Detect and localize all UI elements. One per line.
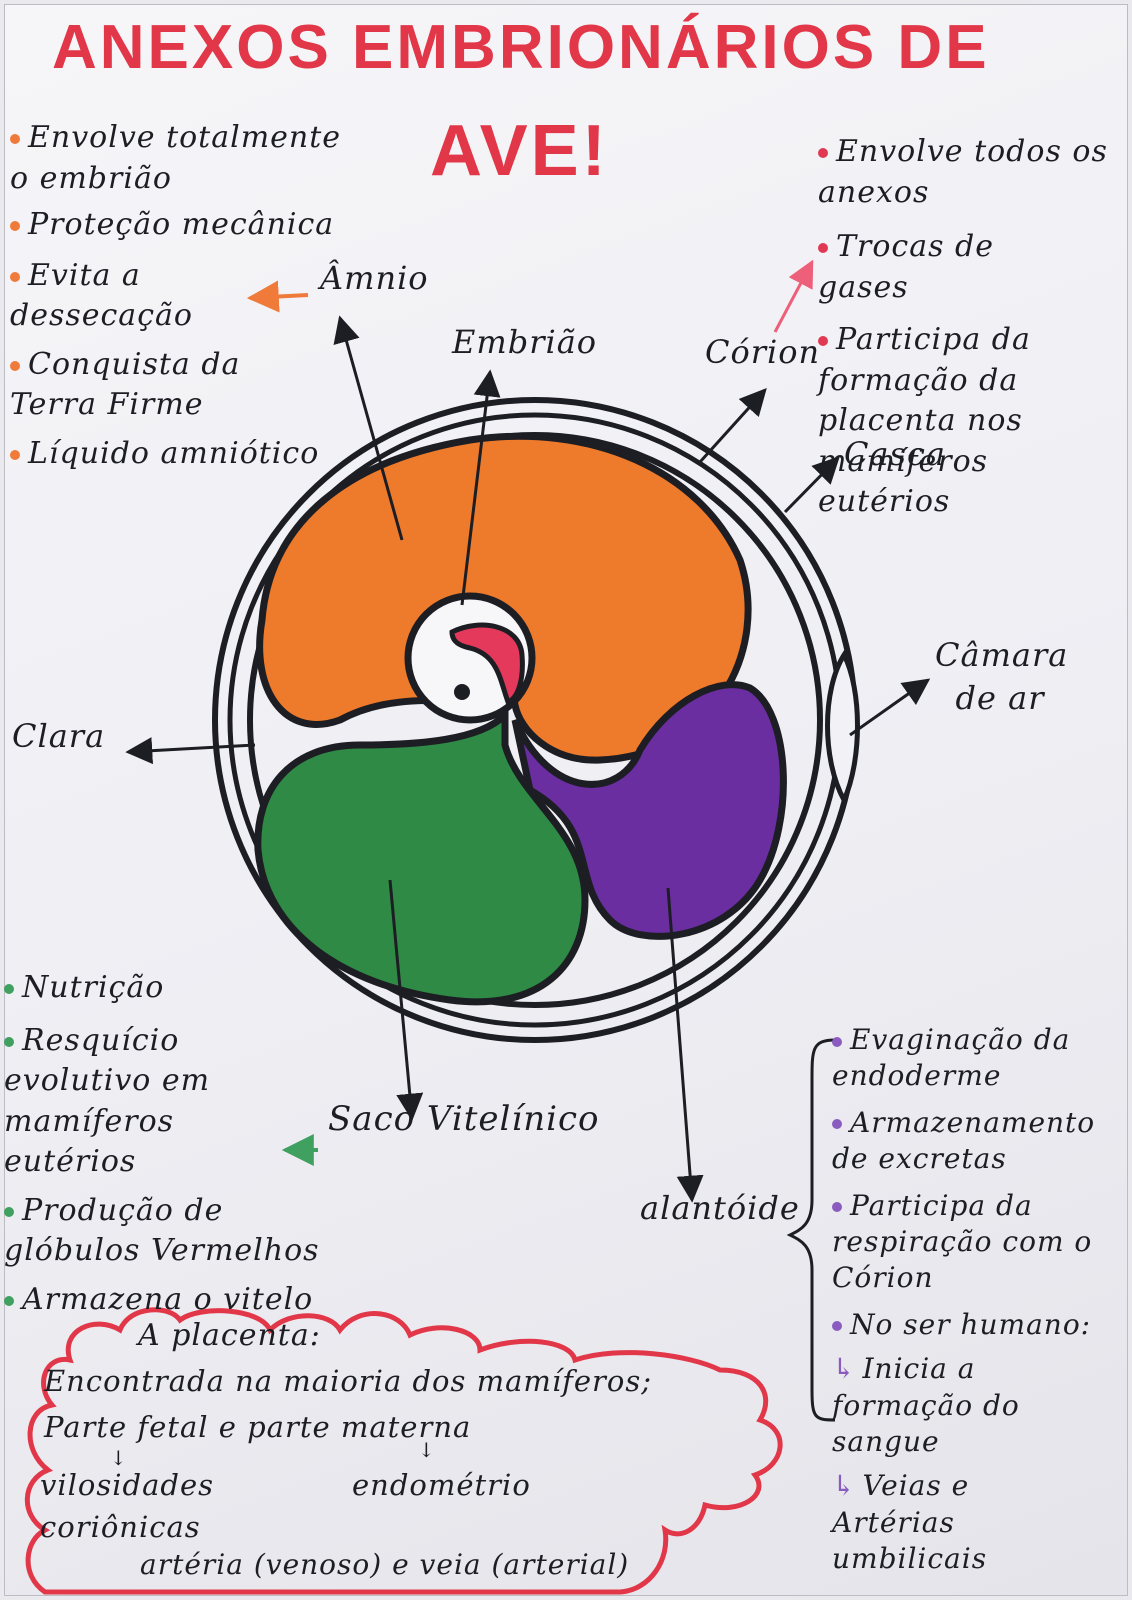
corion-note-1: Envolve todos os anexos	[818, 134, 1108, 210]
poster-title-line2: AVE!	[430, 111, 609, 191]
corion-notes: Envolve todos os anexos Trocas de gases …	[818, 132, 1118, 523]
label-casca: Casca	[844, 435, 946, 473]
placenta-heading: A placenta:	[138, 1318, 321, 1353]
arrow-camara	[849, 678, 931, 737]
label-embriao: Embrião	[452, 323, 598, 361]
amnio-note-1: Envolve totalmente o embrião	[10, 120, 342, 196]
placenta-line2: Parte fetal e parte materna	[44, 1410, 472, 1444]
purple-bullet-icon	[832, 1036, 842, 1047]
placenta-fetal-a: vilosidades	[40, 1468, 215, 1502]
saco-notes: Nutrição Resquício evolutivo em mamífero…	[4, 968, 334, 1320]
arrow-corion-exchange	[773, 259, 814, 333]
arrow-amnio	[333, 315, 404, 541]
label-amnio: Âmnio	[320, 259, 429, 297]
label-alantoide: alantóide	[640, 1189, 800, 1227]
saco-note-3: Produção de glóbulos Vermelhos	[4, 1192, 320, 1268]
embryo	[449, 622, 525, 706]
saco-note-1: Nutrição	[4, 968, 334, 1009]
label-clara: Clara	[12, 717, 106, 755]
green-bullet-icon	[4, 1206, 14, 1217]
fetal-arrow-icon: ↓	[110, 1446, 128, 1470]
placenta-cloud	[24, 1307, 783, 1595]
yolk-sac	[254, 706, 589, 1006]
embryo-eye	[454, 684, 470, 700]
label-corion: Córion	[705, 333, 821, 371]
corion-note-2: Trocas de gases	[818, 229, 994, 305]
purple-bullet-icon	[832, 1202, 842, 1213]
saco-note-2: Resquício evolutivo em mamíferos eutério…	[4, 1022, 211, 1179]
sub-arrow-icon: ↳	[832, 1352, 857, 1386]
orange-bullet-icon	[10, 134, 20, 144]
amnio-notes: Envolve totalmente o embrião Proteção me…	[10, 118, 370, 474]
placenta-vessels: artéria (venoso) e veia (arterial)	[140, 1548, 630, 1581]
purple-bullet-icon	[832, 1119, 842, 1130]
alantoide-notes: Evaginação da endoderme Armazenamento de…	[832, 1022, 1112, 1577]
orange-bullet-icon	[10, 449, 20, 460]
label-camara: Câmara de ar	[935, 636, 1069, 718]
arrow-amnio-notes	[246, 280, 309, 313]
allantois	[511, 681, 787, 940]
green-bullet-icon	[4, 984, 14, 994]
orange-bullet-icon	[10, 271, 20, 282]
alantoide-note-2: Armazenamento de excretas	[832, 1105, 1096, 1176]
alantoide-note-5: ↳Inicia a formação do sangue	[832, 1352, 1020, 1458]
sub-arrow-icon: ↳	[832, 1469, 857, 1503]
orange-bullet-icon	[10, 360, 20, 371]
alantoide-brace	[786, 1038, 836, 1422]
alantoide-note-3: Participa da respiração com o Córion	[832, 1188, 1093, 1295]
arrow-saco	[388, 879, 424, 1121]
arrow-clara	[125, 737, 256, 765]
poster-title-line1: ANEXOS EMBRIONÁRIOS DE	[52, 13, 990, 82]
air-chamber	[825, 649, 860, 806]
saco-note-4: Armazena o vitelo	[4, 1280, 334, 1321]
alantoide-note-4: No ser humano:	[832, 1307, 1112, 1343]
placenta-fetal-b: coriônicas	[40, 1510, 201, 1544]
purple-bullet-icon	[832, 1321, 842, 1332]
orange-bullet-icon	[10, 221, 20, 231]
red-bullet-icon	[818, 243, 828, 253]
amnio-note-3: Evita a dessecação	[10, 257, 193, 333]
amnio-note-2: Proteção mecânica	[10, 205, 370, 246]
arrow-embriao	[460, 369, 501, 606]
alantoide-note-6: ↳Veias e Artérias umbilicais	[832, 1469, 988, 1576]
green-bullet-icon	[4, 1295, 14, 1306]
amnio-note-4: Conquista da Terra Firme	[10, 346, 241, 422]
corion-note-3: Participa da formação da placenta nos ma…	[818, 322, 1031, 519]
green-bullet-icon	[4, 1036, 14, 1047]
arrow-alantoide	[666, 887, 704, 1203]
alantoide-note-1: Evaginação da endoderme	[832, 1023, 1071, 1093]
materna-arrow-icon: ↓	[418, 1438, 436, 1462]
amnio-note-5: Líquido amniótico	[10, 434, 370, 475]
label-saco: Saco Vitelínico	[328, 1099, 600, 1139]
arrow-casca	[783, 456, 840, 514]
red-bullet-icon	[818, 148, 828, 158]
arrow-corion	[698, 387, 767, 464]
placenta-materna: endométrio	[352, 1468, 531, 1502]
placenta-line1: Encontrada na maioria dos mamíferos;	[44, 1364, 653, 1398]
red-bullet-icon	[818, 336, 828, 346]
